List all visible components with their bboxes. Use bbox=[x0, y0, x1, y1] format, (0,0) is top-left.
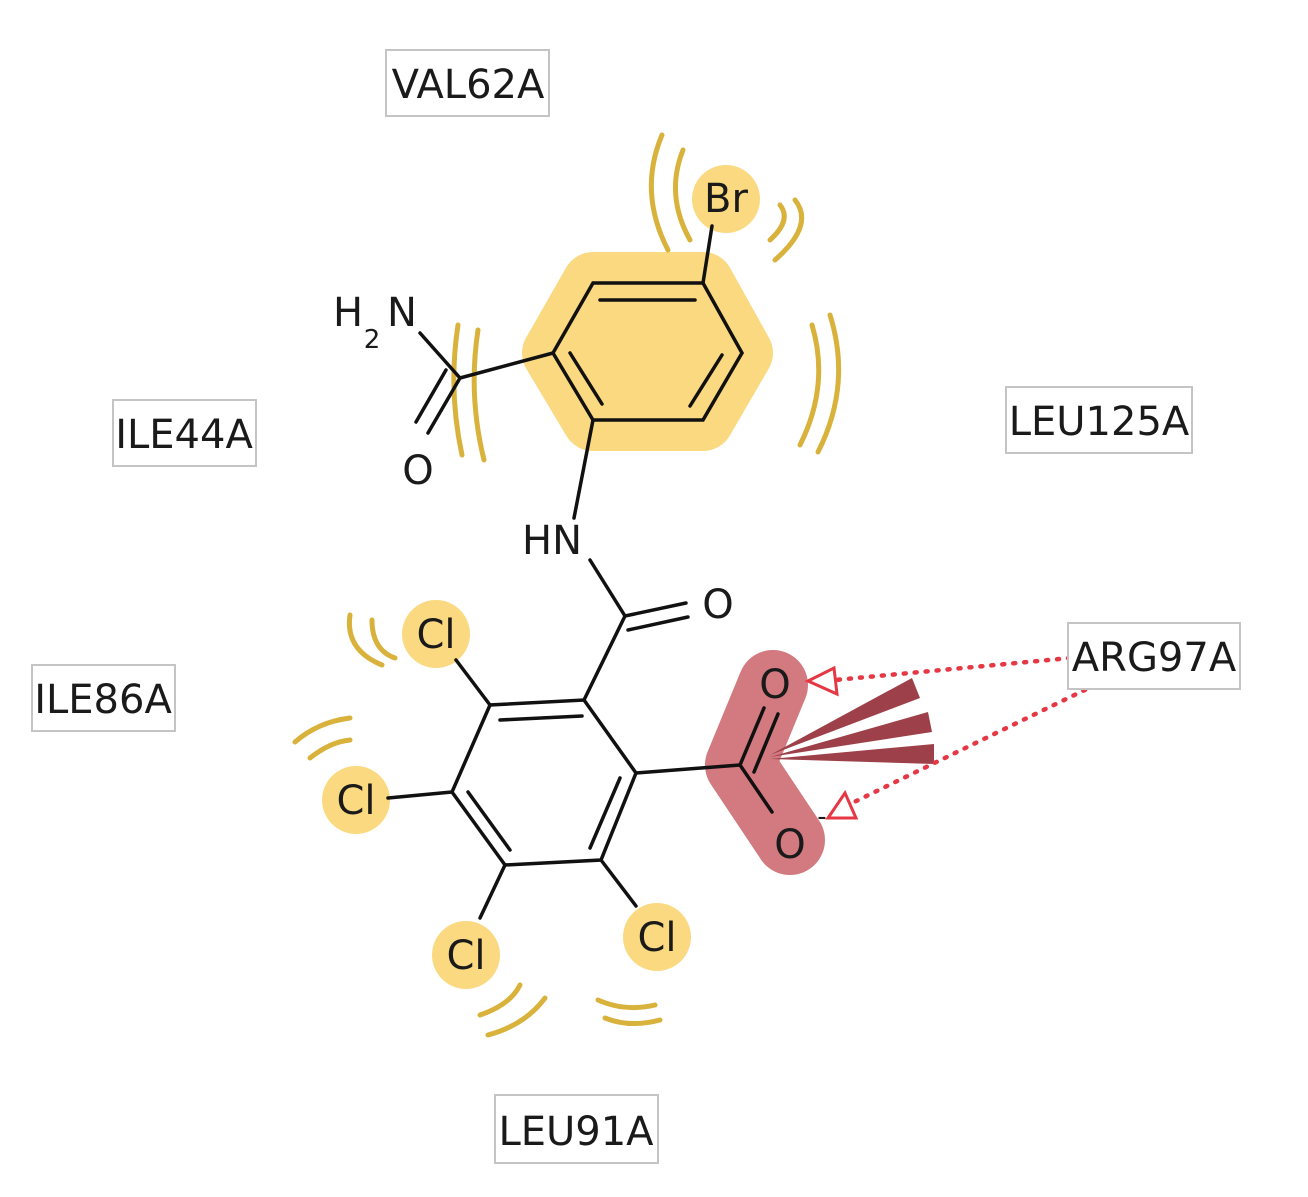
cl2-highlight bbox=[322, 766, 390, 834]
bonds bbox=[386, 224, 780, 920]
svg-text:LEU125A: LEU125A bbox=[1009, 399, 1190, 445]
chlorine-atom-4: Cl bbox=[637, 915, 676, 961]
residue-labels: VAL62A ILE44A LEU125A ARG97A ILE86A LEU9… bbox=[31, 49, 1241, 1164]
svg-text:ARG97A: ARG97A bbox=[1072, 635, 1237, 681]
svg-text:LEU91A: LEU91A bbox=[498, 1109, 654, 1155]
carboxyl-charge: - bbox=[817, 802, 826, 832]
br-highlight bbox=[692, 165, 760, 233]
carboxyl-oxygen-1: O bbox=[759, 662, 790, 708]
hydrophobic-arcs bbox=[292, 132, 842, 1038]
bromine-atom: Br bbox=[704, 176, 748, 222]
amide-oxygen: O bbox=[402, 448, 433, 494]
residue-leu125: LEU125A bbox=[1005, 386, 1193, 454]
amine-subscript: 2 bbox=[364, 325, 381, 355]
svg-text:ILE86A: ILE86A bbox=[34, 677, 172, 723]
hydrophobic-highlights bbox=[322, 165, 773, 989]
hydrogen-bonds bbox=[804, 655, 1098, 820]
salt-bridge-wedges bbox=[770, 678, 934, 764]
residue-ile44: ILE44A bbox=[112, 399, 257, 467]
residue-leu91: LEU91A bbox=[494, 1094, 659, 1164]
residue-arg97: ARG97A bbox=[1067, 622, 1241, 690]
carboxyl-oxygen-2: O bbox=[774, 822, 805, 868]
amine-n: N bbox=[387, 290, 417, 336]
chlorine-atom-1: Cl bbox=[416, 612, 455, 658]
cl4-highlight bbox=[623, 903, 691, 971]
chlorine-atom-3: Cl bbox=[446, 933, 485, 979]
chlorine-atom-2: Cl bbox=[336, 778, 375, 824]
carbonyl-oxygen: O bbox=[702, 582, 733, 628]
cl3-highlight bbox=[432, 921, 500, 989]
residue-val62: VAL62A bbox=[385, 49, 550, 117]
residue-ile86: ILE86A bbox=[31, 664, 176, 732]
svg-text:ILE44A: ILE44A bbox=[115, 412, 253, 458]
svg-text:VAL62A: VAL62A bbox=[392, 62, 545, 108]
atom-labels: Br H 2 N O HN O O O - Cl Cl Cl Cl bbox=[333, 176, 827, 979]
cl1-highlight bbox=[402, 600, 470, 668]
amide-nh: HN bbox=[522, 518, 582, 564]
amine-h: H bbox=[333, 290, 363, 336]
